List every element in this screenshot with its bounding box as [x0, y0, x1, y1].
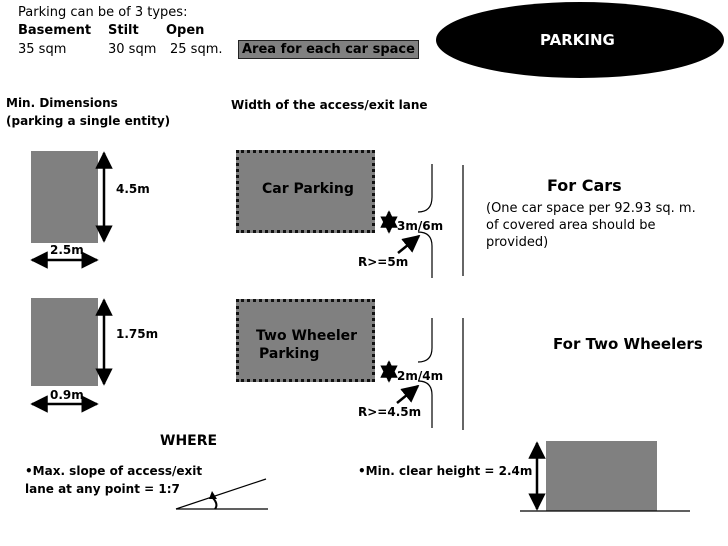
slope-text-line1: •Max. slope of access/exit [25, 464, 203, 478]
wheeler-turn-curve-bottom [417, 380, 433, 428]
min-dimensions-title: Min. Dimensions [6, 96, 118, 110]
title-oval [436, 2, 724, 78]
car-turn-curve-top [417, 164, 433, 213]
min-dimensions-subtitle: (parking a single entity) [6, 114, 171, 128]
access-lane-title: Width of the access/exit lane [231, 98, 428, 112]
slope-line [175, 478, 267, 510]
cars-note-line2: of covered area should be [486, 218, 656, 233]
wheeler-radius-arrow [396, 384, 420, 404]
slope-angle-arrowhead [209, 491, 217, 499]
cars-note-line3: provided) [486, 235, 549, 250]
car-radius-arrow [397, 234, 421, 254]
slope-text-line2: lane at any point = 1:7 [25, 482, 180, 496]
cars-note-line1: (One car space per 92.93 sq. m. [486, 201, 696, 216]
for-two-wheelers-heading: For Two Wheelers [553, 335, 703, 353]
car-radius-label: R>=5m [358, 255, 409, 269]
area-label-highlight: Area for each car space [238, 40, 419, 59]
type-basement: Basement [18, 23, 92, 38]
wheeler-radius-label: R>=4.5m [358, 405, 422, 419]
page-title: PARKING [540, 31, 615, 49]
wheeler-space-rect [31, 298, 98, 386]
car-turn-curve-bottom [417, 231, 433, 278]
for-cars-heading: For Cars [547, 176, 622, 195]
two-wheeler-label-line2: Parking [259, 346, 320, 362]
car-length-label: 4.5m [116, 182, 150, 196]
car-parking-box [236, 150, 375, 233]
intro-text: Parking can be of 3 types: [18, 5, 188, 20]
clear-height-text: •Min. clear height = 2.4m [358, 464, 533, 478]
wheeler-length-label: 1.75m [116, 327, 159, 341]
where-heading: WHERE [160, 433, 218, 449]
wheeler-lane-width-label: 2m/4m [397, 369, 444, 383]
wheeler-turn-curve-top [417, 318, 433, 363]
car-parking-label: Car Parking [262, 181, 354, 197]
type-open: Open [166, 23, 205, 38]
car-lane-width-label: 3m/6m [397, 219, 444, 233]
car-space-rect [31, 151, 98, 243]
area-open: 25 sqm. [170, 42, 223, 57]
two-wheeler-parking-box [236, 299, 375, 382]
clear-height-box [546, 441, 657, 511]
area-stilt: 30 sqm [108, 42, 157, 57]
area-basement: 35 sqm [18, 42, 67, 57]
two-wheeler-label-line1: Two Wheeler [256, 328, 358, 344]
type-stilt: Stilt [108, 23, 139, 38]
